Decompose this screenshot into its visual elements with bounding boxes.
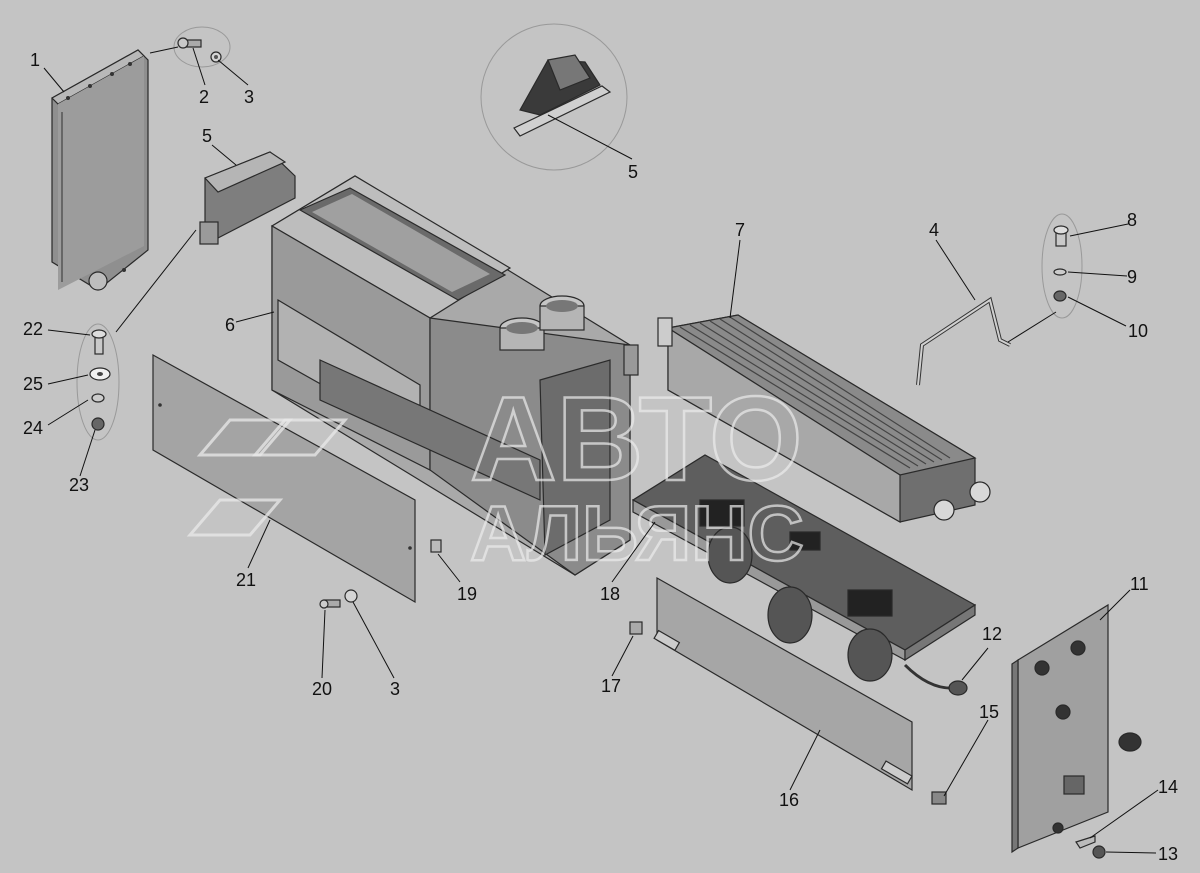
blower-assembly-part-18 — [631, 454, 977, 690]
label-part-10: 10 — [1128, 321, 1148, 341]
label-part-25: 25 — [23, 374, 43, 394]
label-part-14: 14 — [1158, 777, 1178, 797]
label-part-3-bottom: 3 — [390, 679, 400, 699]
label-part-19: 19 — [457, 584, 477, 604]
label-part-16: 16 — [779, 790, 799, 810]
part-labels: 1 2 3 5 5 6 7 4 8 9 10 22 25 24 23 21 19… — [23, 50, 1178, 864]
bracket-detail-part-5 — [513, 54, 612, 137]
watermark: АВТО АЛЬЯНС — [186, 371, 805, 578]
housing-part-6 — [270, 175, 639, 576]
label-part-6: 6 — [225, 315, 235, 335]
label-part-21: 21 — [236, 570, 256, 590]
label-part-12: 12 — [982, 624, 1002, 644]
bushing-part-15 — [931, 791, 947, 805]
label-part-22: 22 — [23, 319, 43, 339]
end-plate-part-11 — [1011, 603, 1109, 854]
label-part-5-detail: 5 — [628, 162, 638, 182]
label-part-17: 17 — [601, 676, 621, 696]
label-part-7: 7 — [735, 220, 745, 240]
bolt-and-washer-20-3 — [319, 589, 358, 609]
bushing-part-17 — [629, 621, 643, 635]
label-part-11: 11 — [1130, 574, 1149, 594]
damper-part-16 — [653, 576, 913, 792]
fasteners-22-23-24-25 — [89, 329, 111, 431]
fasteners-8-9-10 — [1053, 225, 1069, 302]
label-part-4: 4 — [929, 220, 939, 240]
grommet-part-12 — [948, 680, 968, 696]
watermark-line1: АВТО — [470, 372, 802, 506]
label-part-20: 20 — [312, 679, 332, 699]
label-part-24: 24 — [23, 418, 43, 438]
side-panel-part-1 — [51, 49, 149, 291]
bracket-part-5 — [199, 151, 296, 245]
label-part-15: 15 — [979, 702, 999, 722]
radiator-part-7 — [657, 314, 991, 524]
label-part-2: 2 — [199, 87, 209, 107]
bolt-and-washer-2-3 — [177, 37, 222, 63]
label-part-1: 1 — [30, 50, 40, 70]
label-part-8: 8 — [1127, 210, 1137, 230]
label-part-9: 9 — [1127, 267, 1137, 287]
sleeve-part-19 — [430, 539, 442, 553]
cover-panel-part-21 — [152, 353, 416, 604]
strap-part-4 — [916, 296, 1011, 386]
label-part-18: 18 — [600, 584, 620, 604]
label-part-5-bracket: 5 — [202, 126, 212, 146]
detail-callouts — [76, 23, 1083, 441]
label-part-23: 23 — [69, 475, 89, 495]
label-part-13: 13 — [1158, 844, 1178, 864]
fasteners-13-14 — [1075, 732, 1142, 859]
watermark-line2: АЛЬЯНС — [470, 489, 804, 577]
label-part-3-top: 3 — [244, 87, 254, 107]
leader-lines — [43, 46, 1159, 854]
